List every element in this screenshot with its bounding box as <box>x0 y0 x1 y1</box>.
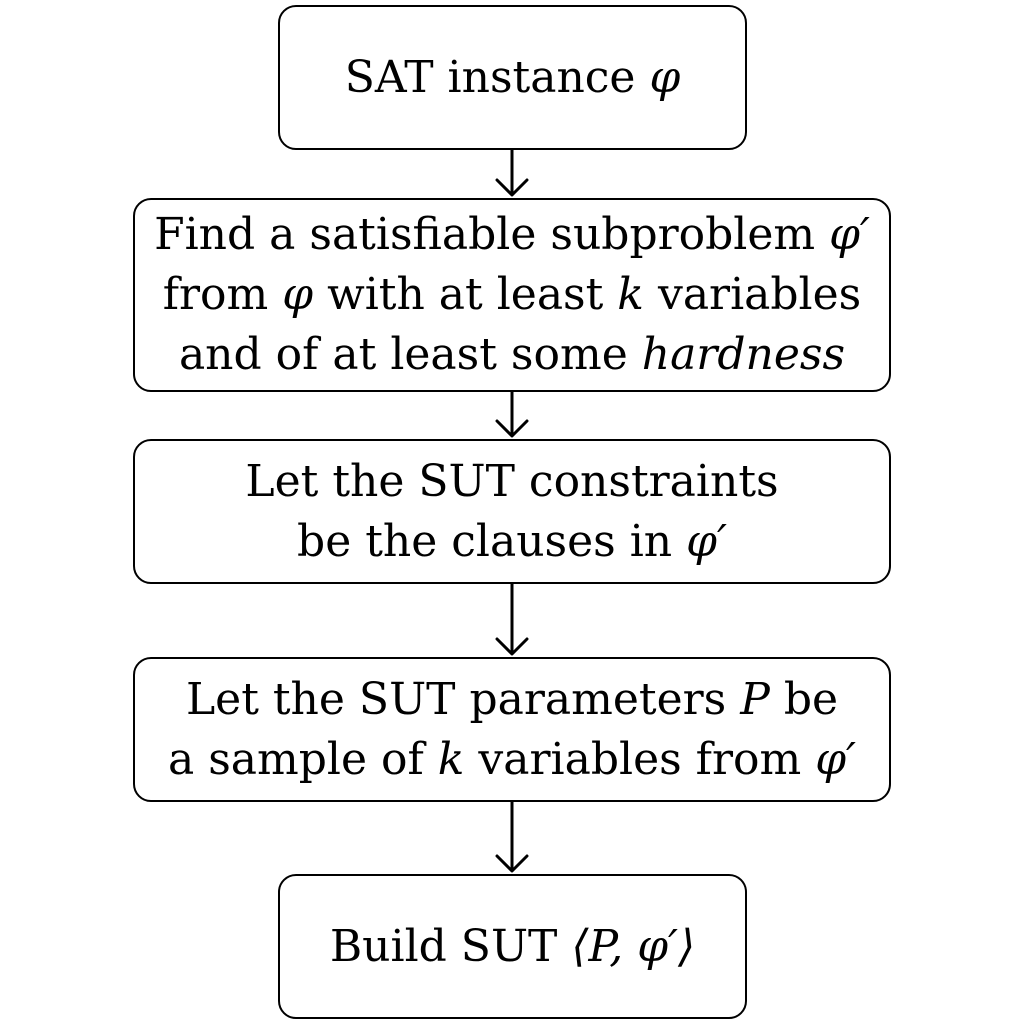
hardness-term: hardness <box>641 329 846 380</box>
step-2-line-1-text: Find a satisfiable subproblem <box>154 209 830 260</box>
step-4-line-2: a sample of k variables from φ′ <box>168 730 856 790</box>
step-build-sut: Build SUT ⟨P, φ′⟩ <box>278 874 747 1019</box>
step-2-line-2-pre: from <box>162 269 283 320</box>
step-4-line-2-pre: a sample of <box>167 733 438 785</box>
var-phi: φ <box>649 51 681 103</box>
step-sat-instance: SAT instance φ <box>278 5 747 150</box>
step-3-line-2-text: be the clauses in <box>297 515 687 567</box>
arrow-3-to-4 <box>495 582 529 656</box>
step-5-line-1: Build SUT ⟨P, φ′⟩ <box>330 917 695 977</box>
var-phi-prime: φ′ <box>829 209 870 260</box>
arrow-4-to-5 <box>495 800 529 873</box>
step-sut-constraints: Let the SUT constraints be the clauses i… <box>133 439 891 584</box>
step-4-line-1-text: Let the SUT parameters <box>185 673 741 725</box>
step-1-text: SAT instance <box>344 51 650 103</box>
step-1-line-1: SAT instance φ <box>345 48 681 108</box>
step-2-line-1: Find a satisfiable subproblem φ′ <box>154 205 870 265</box>
var-phi-prime: φ′ <box>686 515 727 567</box>
var-k: k <box>437 733 465 785</box>
step-sut-parameters: Let the SUT parameters P be a sample of … <box>133 657 891 802</box>
var-phi: φ <box>282 269 314 320</box>
step-5-text: Build SUT <box>329 920 572 972</box>
step-4-line-2-mid: variables from <box>464 733 816 785</box>
step-2-line-2: from φ with at least k variables <box>163 265 862 325</box>
var-P: P <box>740 673 770 725</box>
step-find-subproblem: Find a satisfiable subproblem φ′ from φ … <box>133 198 891 392</box>
step-2-line-2-mid: with at least <box>313 269 618 320</box>
step-2-line-3-text: and of at least some <box>178 329 642 380</box>
arrow-2-to-3 <box>495 390 529 438</box>
step-2-line-2-post: variables <box>643 269 862 320</box>
var-phi-prime: φ′ <box>815 733 857 785</box>
step-2-line-3: and of at least some hardness <box>179 325 845 385</box>
step-3-line-2: be the clauses in φ′ <box>297 512 727 572</box>
step-3-line-1: Let the SUT constraints <box>245 455 779 507</box>
step-4-line-1-post: be <box>769 673 839 725</box>
arrow-1-to-2 <box>495 148 529 197</box>
var-k: k <box>617 269 644 320</box>
sut-tuple: ⟨P, φ′⟩ <box>571 920 696 972</box>
step-4-line-1: Let the SUT parameters P be <box>186 670 838 730</box>
